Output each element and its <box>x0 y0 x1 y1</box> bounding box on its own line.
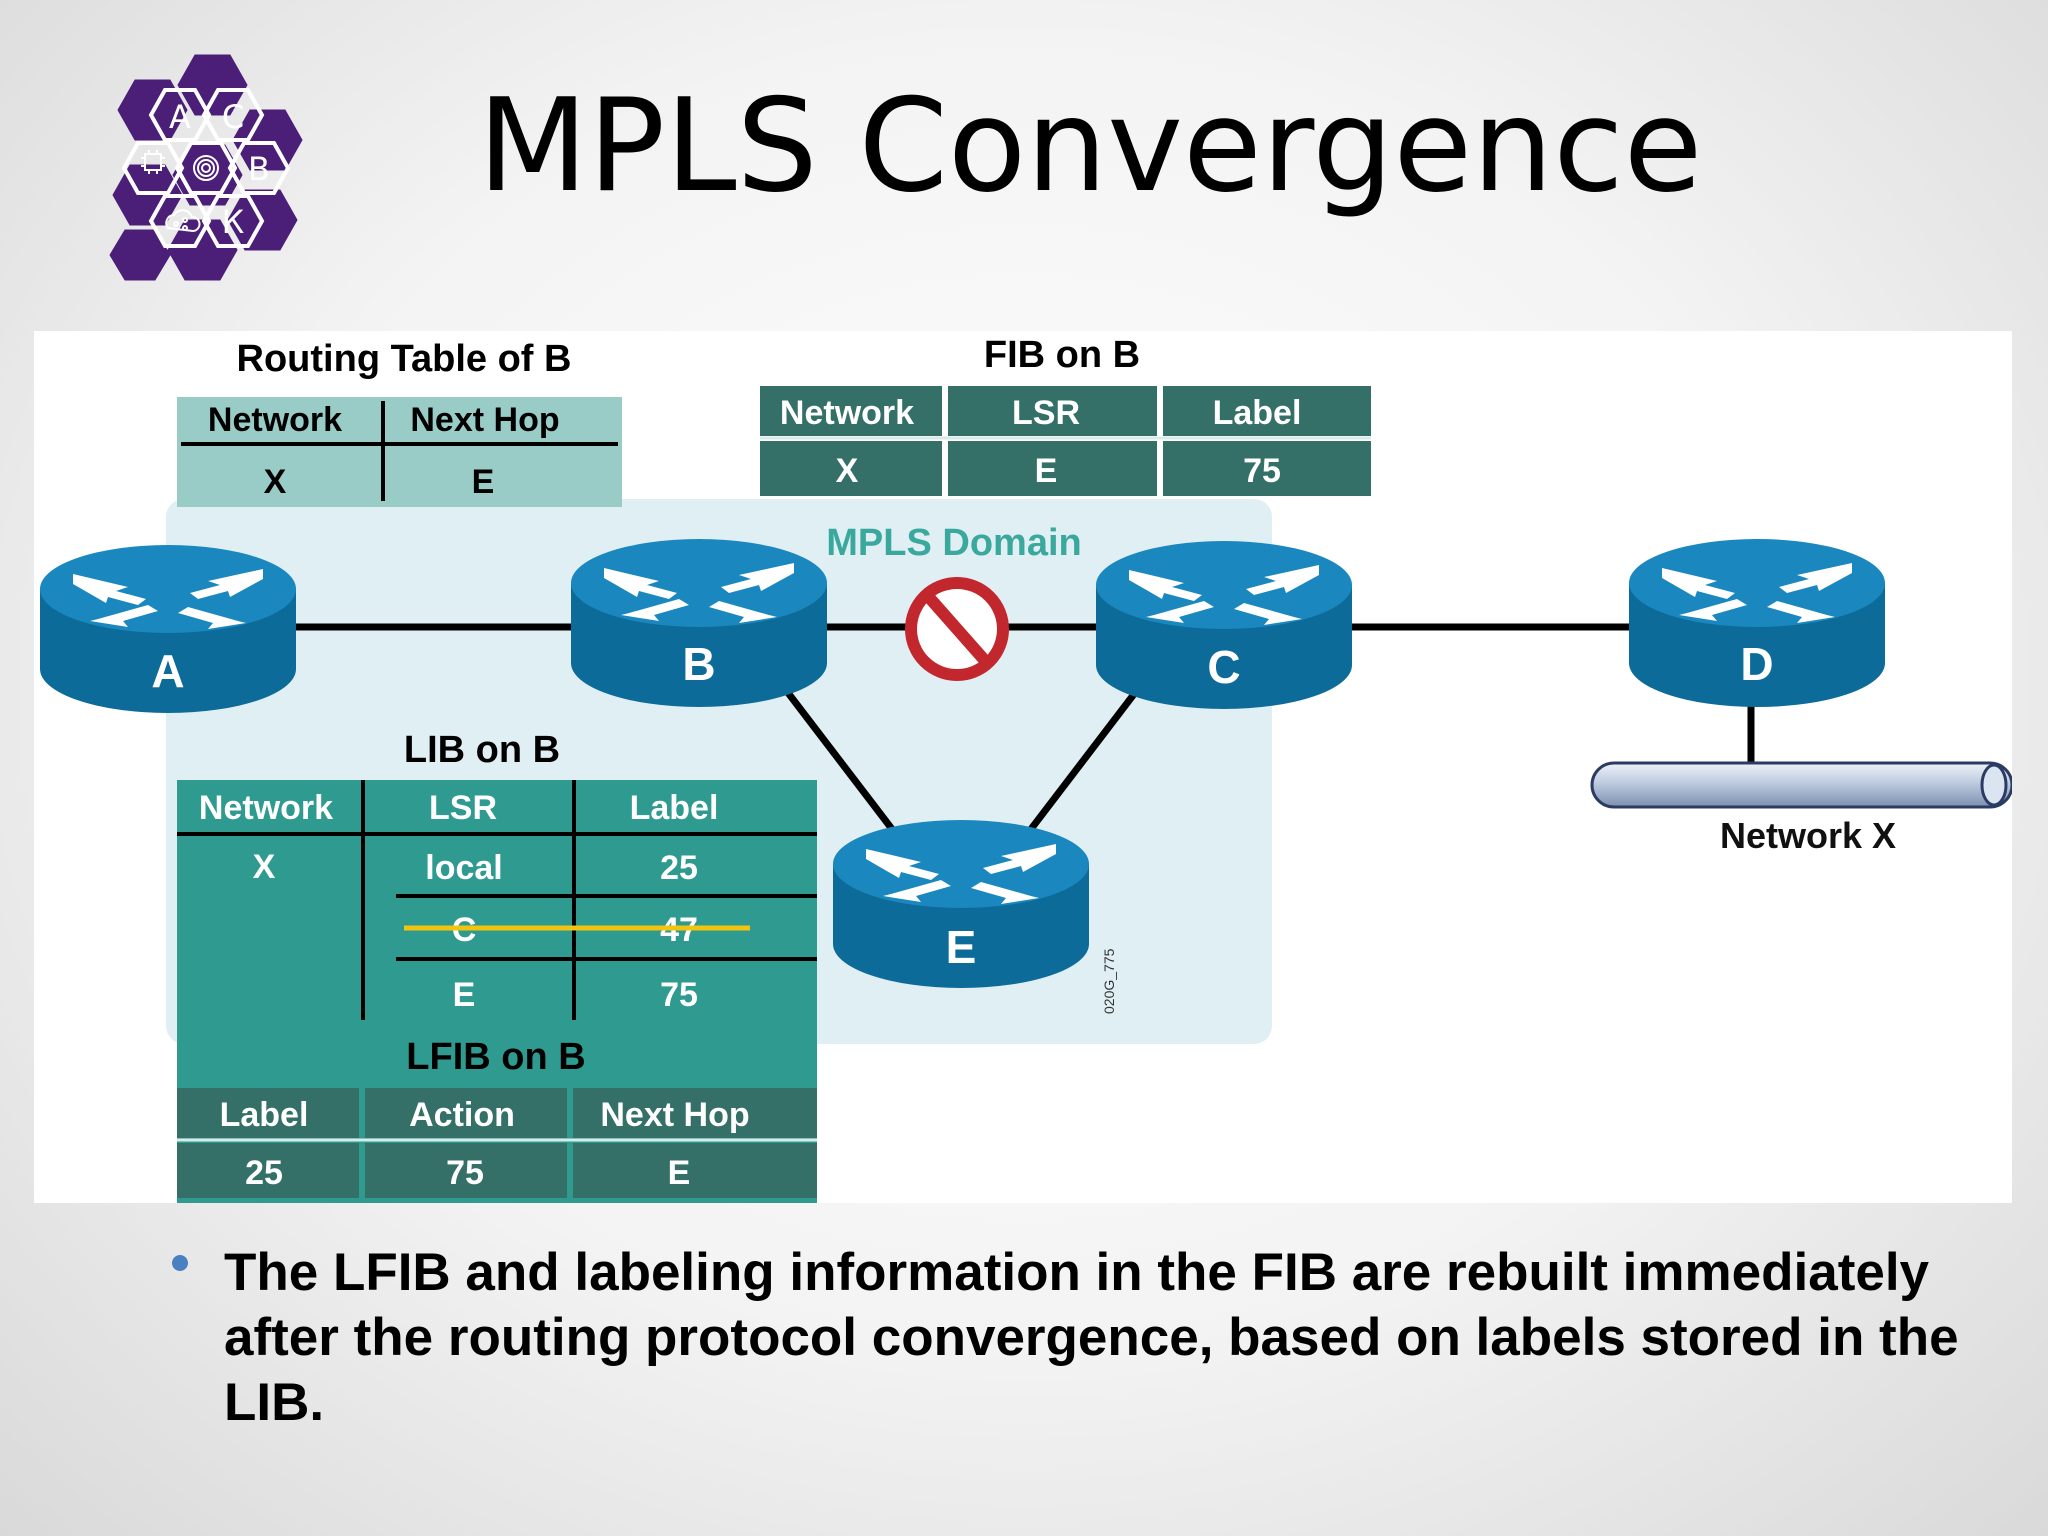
lib-cell-network: X <box>253 848 276 886</box>
fib-cell-label: 75 <box>1243 452 1281 490</box>
no-sign-icon <box>905 577 1009 681</box>
fingerprint-icon <box>193 155 219 181</box>
lib-header-lsr: LSR <box>429 789 497 827</box>
lib-row-0-label: 25 <box>660 849 698 887</box>
fib-title: FIB on B <box>984 334 1140 376</box>
mpls-domain-label: MPLS Domain <box>826 522 1081 564</box>
figure-code: 020G_775 <box>1101 948 1117 1014</box>
fib-header-label: Label <box>1213 394 1302 432</box>
lfib-title: LFIB on B <box>406 1036 585 1078</box>
router-e-label: E <box>946 921 977 973</box>
routing-table-bg <box>177 397 622 507</box>
lib-row-2-lsr: E <box>453 976 476 1014</box>
mpls-diagram: Network X A B C D E MPLS Domain 020G_775… <box>34 331 2012 1203</box>
lfib-table <box>177 1088 817 1198</box>
router-b-label: B <box>682 638 715 690</box>
logo-letter-a: А <box>169 98 191 136</box>
fib-cell-lsr: E <box>1035 452 1058 490</box>
logo-letter-k: К <box>222 203 245 241</box>
fib-cell-network: X <box>836 452 859 490</box>
router-c-label: C <box>1207 641 1240 693</box>
lfib-header-action: Action <box>409 1096 515 1134</box>
lib-row-2-label: 75 <box>660 976 698 1014</box>
lfib-cell-nexthop: E <box>668 1154 691 1192</box>
router-a-label: A <box>151 645 184 697</box>
fib-header-lsr: LSR <box>1012 394 1080 432</box>
router-d-label: D <box>1740 638 1773 690</box>
routing-table-header-nexthop: Next Hop <box>410 401 559 439</box>
lib-row-0-lsr: local <box>425 849 502 887</box>
bullet-text: The LFIB and labeling information in the… <box>224 1243 1959 1432</box>
routing-table-cell-network: X <box>264 463 287 501</box>
routing-table-header-network: Network <box>208 401 342 439</box>
fib-table <box>760 386 1371 496</box>
chip-icon <box>141 150 165 174</box>
logo-letter-v: В <box>248 150 270 188</box>
lib-header-network: Network <box>199 789 333 827</box>
cloud-share-icon <box>165 209 201 233</box>
slide-title: MPLS Convergence <box>477 72 1703 221</box>
logo: А С В К <box>75 50 325 300</box>
bullet-marker <box>172 1255 188 1271</box>
fib-header-network: Network <box>780 394 914 432</box>
lfib-cell-action: 75 <box>446 1154 484 1192</box>
network-x-label: Network X <box>1720 815 1896 856</box>
logo-letter-s: С <box>222 98 244 136</box>
network-x-segment <box>1590 761 2012 809</box>
routing-table-cell-nexthop: E <box>472 463 495 501</box>
routing-table-title: Routing Table of B <box>237 338 572 380</box>
lfib-header-nexthop: Next Hop <box>600 1096 749 1134</box>
lfib-cell-label: 25 <box>245 1154 283 1192</box>
lib-header-label: Label <box>630 789 719 827</box>
lfib-header-label: Label <box>220 1096 309 1134</box>
lib-title: LIB on B <box>404 729 560 771</box>
